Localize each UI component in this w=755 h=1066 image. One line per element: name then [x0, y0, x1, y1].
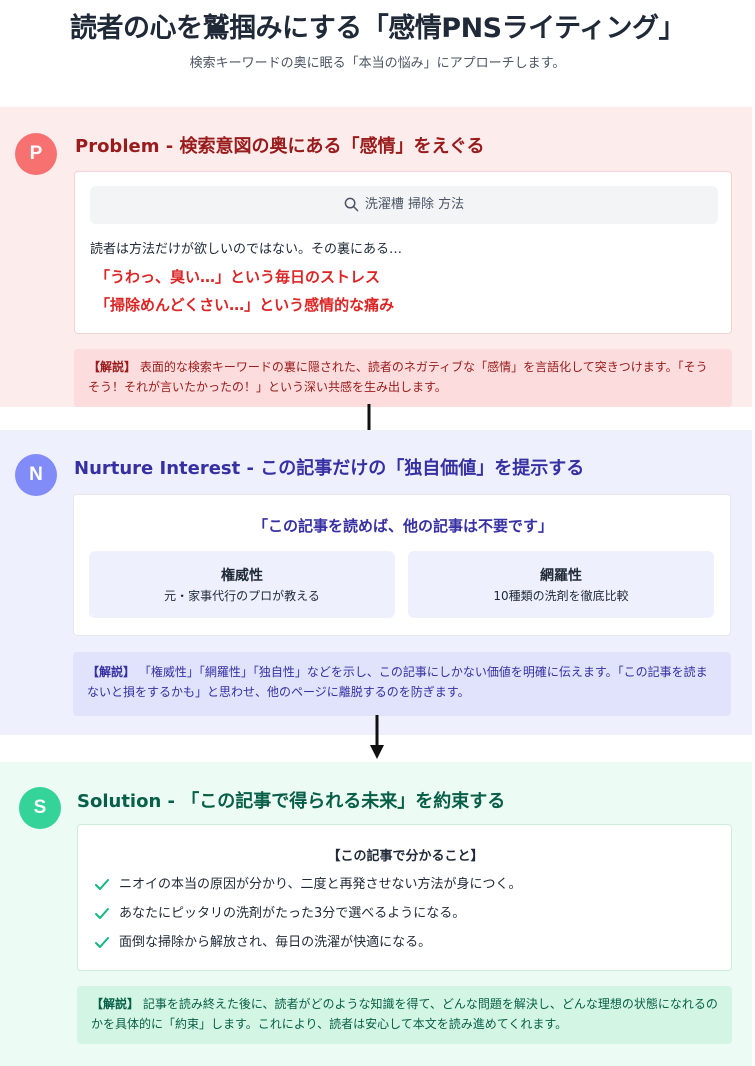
problem-card: 洗濯槽 掃除 方法 読者は方法だけが欲しいのではない。その裏にある… 「うわっ、…: [74, 171, 732, 334]
solution-card: 【この記事で分かること】 ニオイの本当の原因が分かり、二度と再発させない方法が身…: [77, 824, 732, 971]
problem-section: P Problem - 検索意図の奥にある「感情」をえぐる 洗濯槽 掃除 方法 …: [0, 107, 752, 407]
nurture-section: N Nurture Interest - この記事だけの「独自価値」を提示する …: [0, 430, 752, 735]
benefit-text: あなたにピッタリの洗剤がたった3分で選べるようになる。: [119, 906, 466, 921]
benefit-item: 面倒な掃除から解放され、毎日の洗濯が快適になる。: [94, 932, 431, 954]
explain-label: 【解説】: [88, 360, 137, 374]
solution-section: S Solution - 「この記事で得られる未来」を約束する 【この記事で分か…: [0, 762, 752, 1066]
check-icon: [95, 937, 109, 948]
page-subtitle: 検索キーワードの奥に眠る「本当の悩み」にアプローチします。: [189, 56, 566, 71]
problem-lead: 読者は方法だけが欲しいのではない。その裏にある…: [90, 242, 403, 257]
solution-badge: S: [19, 787, 61, 829]
pain-point: 「掃除めんどくさい…」という感情的な痛み: [95, 296, 395, 314]
nurture-card: 「この記事を読めば、他の記事は不要です」 権威性 元・家事代行のプロが教える 網…: [73, 494, 731, 636]
explain-label: 【解説】: [91, 997, 140, 1011]
nurture-badge: N: [15, 454, 57, 496]
feature-card: 権威性 元・家事代行のプロが教える: [89, 551, 395, 618]
problem-badge: P: [15, 133, 57, 175]
feature-title: 権威性: [221, 568, 263, 584]
explain-text: 「権威性」「網羅性」「独自性」などを示し、この記事にしかない価値を明確に伝えます…: [87, 665, 708, 699]
feature-desc: 10種類の洗剤を徹底比較: [493, 589, 629, 603]
feature-card: 網羅性 10種類の洗剤を徹底比較: [408, 551, 714, 618]
explain-text: 表面的な検索キーワードの裏に隠された、読者のネガティブな「感情」を言語化して突き…: [88, 360, 708, 394]
check-icon: [95, 879, 109, 890]
benefit-text: 面倒な掃除から解放され、毎日の洗濯が快適になる。: [119, 935, 432, 950]
check-icon: [95, 908, 109, 919]
problem-explanation: 【解説】 表面的な検索キーワードの裏に隠された、読者のネガティブな「感情」を言語…: [74, 349, 732, 407]
feature-desc: 元・家事代行のプロが教える: [164, 589, 320, 603]
explain-text: 記事を読み終えた後に、読者がどのような知識を得て、どんな問題を解決し、どんな理想…: [91, 997, 718, 1031]
value-quote: 「この記事を読めば、他の記事は不要です」: [252, 517, 553, 535]
down-arrow-icon: [370, 715, 384, 759]
problem-heading: Problem - 検索意図の奥にある「感情」をえぐる: [75, 136, 485, 157]
explain-label: 【解説】: [87, 665, 136, 679]
benefit-item: あなたにピッタリの洗剤がたった3分で選べるようになる。: [94, 903, 465, 925]
solution-heading: Solution - 「この記事で得られる未来」を約束する: [77, 791, 506, 812]
benefits-title: 【この記事で分かること】: [327, 849, 484, 864]
benefit-item: ニオイの本当の原因が分かり、二度と再発させない方法が身につく。: [94, 874, 521, 896]
page-title: 読者の心を鷲掴みにする「感情PNSライティング」: [70, 13, 685, 44]
feature-title: 網羅性: [540, 568, 582, 584]
search-query: 洗濯槽 掃除 方法: [364, 197, 465, 212]
nurture-explanation: 【解説】 「権威性」「網羅性」「独自性」などを示し、この記事にしかない価値を明確…: [73, 652, 731, 716]
search-bar: 洗濯槽 掃除 方法: [90, 186, 718, 224]
search-icon: [344, 197, 359, 212]
solution-explanation: 【解説】 記事を読み終えた後に、読者がどのような知識を得て、どんな問題を解決し、…: [77, 986, 732, 1044]
pain-point: 「うわっ、臭い…」という毎日のストレス: [95, 268, 381, 286]
nurture-heading: Nurture Interest - この記事だけの「独自価値」を提示する: [74, 458, 585, 479]
benefit-text: ニオイの本当の原因が分かり、二度と再発させない方法が身につく。: [119, 877, 522, 892]
